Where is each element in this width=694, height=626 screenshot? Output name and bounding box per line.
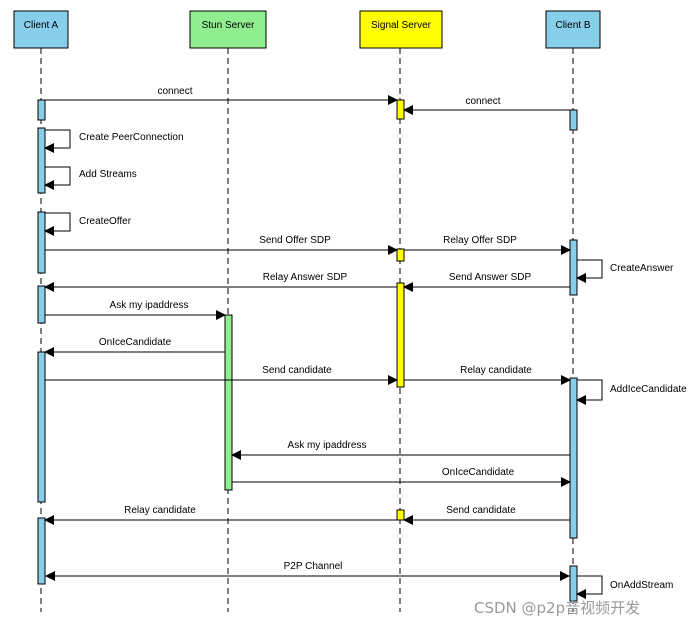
activation-bar [569, 239, 578, 296]
message-label: AddIceCandidate [610, 384, 687, 395]
activation-bar [37, 285, 46, 324]
message-relay-offer-sdp: Relay Offer SDP [404, 235, 571, 255]
message-onicecandidate-b: OnIceCandidate [232, 467, 571, 487]
participant-label: Client B [555, 20, 590, 31]
activation-bar [569, 377, 578, 539]
activation-bar [569, 565, 578, 602]
message-label: Relay candidate [124, 505, 196, 516]
participant-label: Signal Server [371, 20, 432, 31]
message-label: Relay candidate [460, 365, 532, 376]
message-connect-b: connect [403, 96, 570, 115]
activation-bar [224, 314, 233, 491]
participant-box [359, 10, 443, 49]
message-label: connect [465, 96, 500, 107]
self-arrow [576, 575, 603, 599]
self-message-addicecandidate: AddIceCandidate [576, 379, 687, 405]
message-label: Relay Offer SDP [443, 235, 517, 246]
activation-bar [37, 127, 46, 194]
message-label: Create PeerConnection [79, 132, 184, 143]
self-arrow [44, 129, 71, 153]
self-message-createanswer: CreateAnswer [576, 259, 674, 283]
message-relay-candidate-b: Relay candidate [404, 365, 571, 385]
message-connect-a: connect [45, 86, 398, 105]
message-label: OnIceCandidate [442, 467, 515, 478]
participant-signal-server: Signal Server [359, 10, 443, 49]
message-relay-answer-sdp: Relay Answer SDP [44, 272, 397, 292]
activation-bar [396, 282, 405, 388]
message-send-offer-sdp: Send Offer SDP [45, 235, 398, 255]
self-message-create-peerconnection: Create PeerConnection [44, 129, 184, 153]
self-message-onaddstream: OnAddStream [576, 575, 673, 599]
message-send-answer-sdp: Send Answer SDP [403, 272, 570, 292]
message-label: Send candidate [262, 365, 332, 376]
activation-bar [37, 517, 46, 585]
self-message-createoffer: CreateOffer [44, 212, 132, 236]
message-label: Send candidate [446, 505, 516, 516]
activation-bar [37, 99, 46, 121]
participant-label: Stun Server [202, 20, 255, 31]
message-label: OnAddStream [610, 580, 673, 591]
message-ask-ipaddress-a: Ask my ipaddress [45, 300, 226, 320]
self-message-add-streams: Add Streams [44, 166, 137, 190]
message-label: Send Answer SDP [449, 272, 532, 283]
message-label: CreateAnswer [610, 263, 674, 274]
message-send-candidate-a: Send candidate [45, 365, 398, 385]
self-arrow [44, 212, 71, 236]
message-label: Send Offer SDP [259, 235, 331, 246]
activation-bar [37, 211, 46, 274]
message-p2p-channel: P2P Channel [45, 561, 570, 581]
participant-box [545, 10, 601, 49]
message-label: Relay Answer SDP [263, 272, 348, 283]
message-label: Ask my ipaddress [288, 440, 367, 451]
self-arrow [576, 259, 603, 283]
message-label: OnIceCandidate [99, 337, 172, 348]
activation-bar [37, 351, 46, 503]
activation-bar [569, 109, 578, 131]
message-label: P2P Channel [284, 561, 343, 572]
participant-stun-server: Stun Server [189, 10, 267, 49]
self-arrow [44, 166, 71, 190]
activation-bar [396, 99, 405, 120]
self-arrow [576, 379, 603, 405]
participant-box [13, 10, 69, 49]
activation-bar [396, 248, 405, 262]
message-label: connect [157, 86, 192, 97]
participant-client-a: Client A [13, 10, 69, 49]
message-label: Ask my ipaddress [110, 300, 189, 311]
message-onicecandidate-a: OnIceCandidate [44, 337, 225, 357]
watermark: CSDN @p2p音视频开发 [474, 599, 640, 617]
message-label: Add Streams [79, 169, 137, 180]
message-ask-ipaddress-b: Ask my ipaddress [231, 440, 570, 460]
participant-label: Client A [24, 20, 59, 31]
participant-client-b: Client B [545, 10, 601, 49]
message-label: CreateOffer [79, 216, 132, 227]
message-relay-candidate-a: Relay candidate [44, 505, 397, 525]
message-send-candidate-b: Send candidate [403, 505, 570, 525]
participant-box [189, 10, 267, 49]
activation-bar [396, 509, 405, 521]
